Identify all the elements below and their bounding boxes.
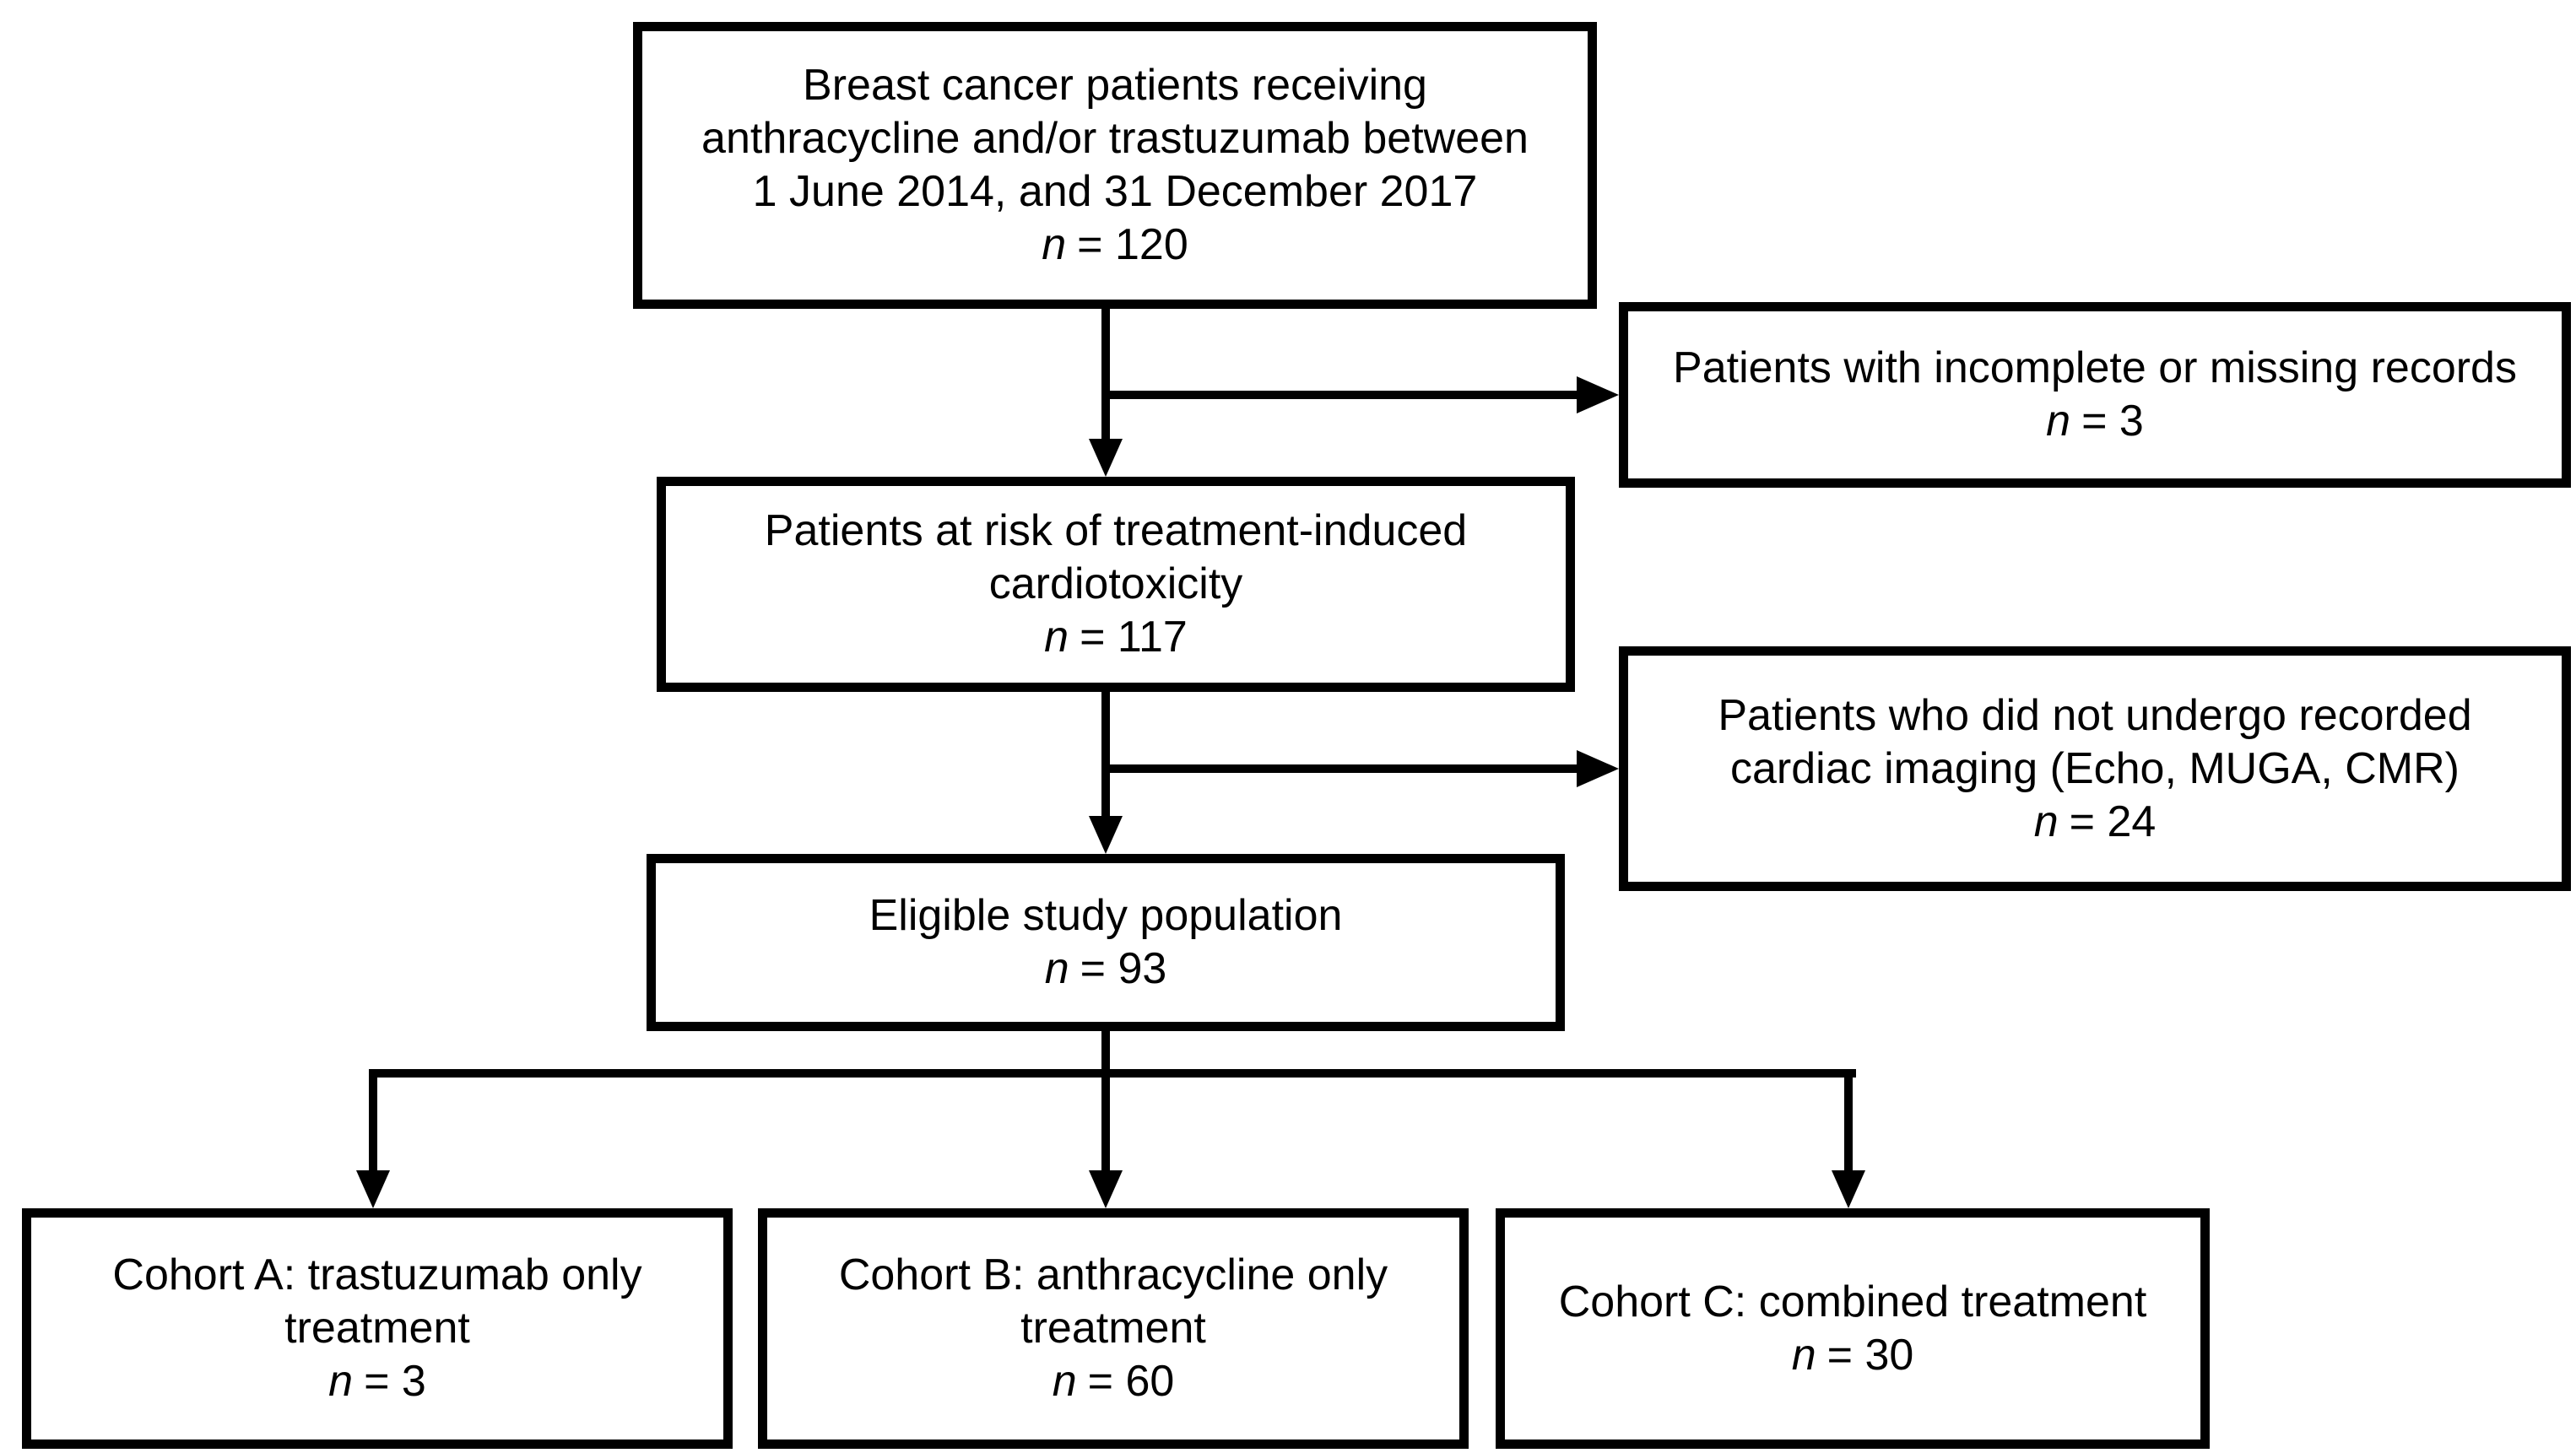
box-at-risk-population: Patients at risk of treatment-induced ca… bbox=[657, 477, 1575, 692]
box-text-line: Breast cancer patients receiving bbox=[803, 61, 1427, 110]
box-eligible-population: Eligible study population n= 93 bbox=[647, 854, 1565, 1031]
box-text-line: treatment bbox=[1020, 1304, 1206, 1353]
box-cohort-a: Cohort A: trastuzumab only treatment n= … bbox=[22, 1208, 733, 1449]
n-value: = 30 bbox=[1826, 1330, 1914, 1380]
n-variable: n bbox=[2033, 797, 2059, 846]
arrowhead-down-icon bbox=[1089, 439, 1123, 477]
box-text-line: Patients who did not undergo recorded bbox=[1718, 690, 2472, 740]
arrowhead-right-icon bbox=[1577, 376, 1619, 413]
arrowhead-down-icon bbox=[356, 1170, 390, 1208]
box-text-line: Patients at risk of treatment-induced bbox=[764, 506, 1468, 555]
n-value: = 120 bbox=[1077, 220, 1188, 269]
box-text-line: anthracycline and/or trastuzumab between bbox=[701, 114, 1529, 163]
sample-size: n= 60 bbox=[1053, 1355, 1175, 1408]
n-value: = 93 bbox=[1080, 944, 1167, 993]
box-text-line: treatment bbox=[284, 1304, 470, 1353]
sample-size: n= 3 bbox=[328, 1355, 426, 1408]
box-text-line: cardiotoxicity bbox=[988, 559, 1243, 608]
n-variable: n bbox=[328, 1357, 354, 1406]
sample-size: n= 3 bbox=[2046, 395, 2144, 448]
sample-size: n= 24 bbox=[2034, 796, 2157, 849]
n-variable: n bbox=[1791, 1330, 1816, 1380]
n-variable: n bbox=[1042, 220, 1067, 269]
box-cohort-c: Cohort C: combined treatment n= 30 bbox=[1496, 1208, 2210, 1449]
arrowhead-down-icon bbox=[1089, 816, 1123, 854]
connector-branch-excluded-imaging bbox=[1101, 764, 1577, 773]
box-text-line: cardiac imaging (Echo, MUGA, CMR) bbox=[1730, 743, 2460, 793]
sample-size: n= 120 bbox=[1042, 219, 1188, 272]
box-text-line: Cohort A: trastuzumab only bbox=[112, 1250, 642, 1299]
n-value: = 60 bbox=[1087, 1357, 1175, 1406]
sample-size: n= 93 bbox=[1045, 943, 1167, 996]
connector-split-to-cohort-a bbox=[369, 1069, 377, 1170]
arrowhead-right-icon bbox=[1577, 750, 1619, 787]
connector-atrisk-to-eligible bbox=[1101, 688, 1110, 818]
box-cohort-b: Cohort B: anthracycline only treatment n… bbox=[758, 1208, 1469, 1449]
n-value: = 3 bbox=[2081, 397, 2144, 446]
box-text-line: Eligible study population bbox=[869, 891, 1343, 940]
connector-initial-to-atrisk bbox=[1101, 304, 1110, 440]
n-variable: n bbox=[1052, 1357, 1077, 1406]
sample-size: n= 117 bbox=[1044, 611, 1188, 664]
box-text-line: 1 June 2014, and 31 December 2017 bbox=[752, 167, 1478, 216]
n-value: = 117 bbox=[1080, 613, 1188, 662]
connector-split-to-cohort-b bbox=[1101, 1069, 1110, 1170]
n-variable: n bbox=[1044, 613, 1069, 662]
box-excluded-no-imaging: Patients who did not undergo recorded ca… bbox=[1619, 646, 2571, 891]
box-text-line: Cohort C: combined treatment bbox=[1558, 1277, 2147, 1326]
n-variable: n bbox=[2046, 397, 2071, 446]
n-variable: n bbox=[1044, 944, 1069, 993]
connector-split-to-cohort-c bbox=[1844, 1069, 1853, 1170]
n-value: = 3 bbox=[364, 1357, 426, 1406]
arrowhead-down-icon bbox=[1089, 1170, 1123, 1208]
box-text-line: Patients with incomplete or missing reco… bbox=[1673, 343, 2517, 392]
arrowhead-down-icon bbox=[1832, 1170, 1865, 1208]
box-text-line: Cohort B: anthracycline only bbox=[838, 1250, 1388, 1299]
connector-cohort-split-bar bbox=[369, 1069, 1856, 1078]
connector-branch-excluded-records bbox=[1101, 391, 1577, 399]
n-value: = 24 bbox=[2069, 797, 2157, 846]
box-initial-population: Breast cancer patients receiving anthrac… bbox=[633, 22, 1597, 309]
connector-eligible-to-split bbox=[1101, 1027, 1110, 1078]
sample-size: n= 30 bbox=[1792, 1329, 1914, 1382]
box-excluded-missing-records: Patients with incomplete or missing reco… bbox=[1619, 302, 2571, 488]
